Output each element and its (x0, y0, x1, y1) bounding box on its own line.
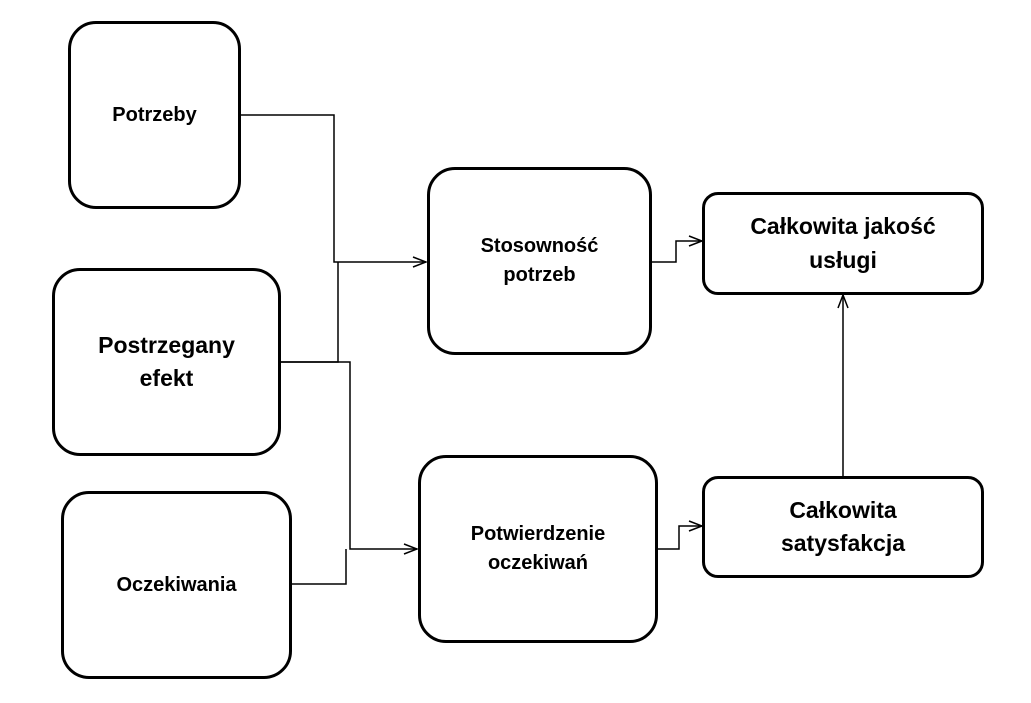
node-label-potwierdzenie-oczekiwan: Potwierdzenie oczekiwań (470, 523, 606, 574)
edge-stosownosc-to-jakosc (652, 241, 702, 263)
node-label-calkowita-jakosc-uslugi: Całkowita jakość usługi (750, 213, 936, 273)
edge-potwierdzenie-to-satysfakcja (658, 526, 702, 550)
node-potrzeby: Potrzeby (68, 21, 241, 209)
edge-postrzegany-efekt-to-potwierdzenie (281, 361, 417, 549)
node-label-stosownosc-potrzeb: Stosowność potrzeb (480, 235, 599, 286)
node-potwierdzenie-oczekiwan: Potwierdzenie oczekiwań (418, 455, 658, 643)
edge-potrzeby-to-stosownosc (241, 114, 426, 262)
node-calkowita-jakosc-uslugi: Całkowita jakość usługi (702, 192, 984, 295)
node-label-oczekiwania: Oczekiwania (116, 573, 237, 596)
node-stosownosc-potrzeb: Stosowność potrzeb (427, 167, 652, 355)
edge-postrzegany-efekt-to-stosownosc (281, 262, 339, 363)
node-oczekiwania: Oczekiwania (61, 491, 292, 679)
node-label-calkowita-satysfakcja: Całkowita satysfakcja (780, 496, 906, 556)
edge-oczekiwania-to-potwierdzenie (292, 549, 347, 585)
node-calkowita-satysfakcja: Całkowita satysfakcja (702, 476, 984, 578)
node-label-postrzegany-efekt: Postrzegany efekt (98, 331, 235, 391)
node-postrzegany-efekt: Postrzegany efekt (52, 268, 281, 456)
node-label-potrzeby: Potrzeby (112, 103, 197, 126)
